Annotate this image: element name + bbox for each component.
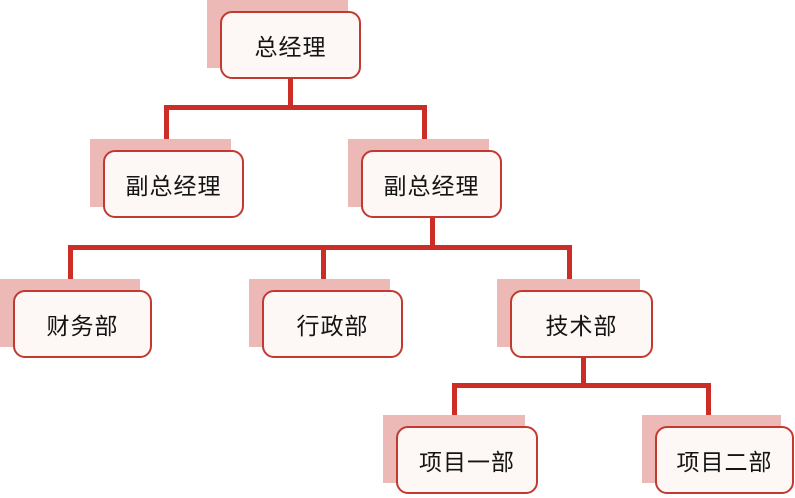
connector-deputy-right-drop — [422, 105, 427, 151]
connector-level4-horizontal — [452, 383, 711, 388]
node-project-dept-2: 项目二部 — [655, 426, 794, 494]
node-tech-dept: 技术部 — [510, 290, 653, 358]
connector-project2-drop — [706, 383, 711, 427]
connector-deputy-right-down — [430, 217, 435, 250]
connector-level3-horizontal — [68, 245, 572, 250]
node-general-manager: 总经理 — [220, 11, 361, 79]
node-finance-dept: 财务部 — [13, 290, 152, 358]
node-deputy-gm-left: 副总经理 — [103, 150, 244, 218]
connector-deputy-left-drop — [164, 105, 169, 151]
connector-tech-drop — [567, 245, 572, 291]
node-project-dept-1: 项目一部 — [396, 426, 538, 494]
connector-finance-drop — [68, 245, 73, 291]
connector-admin-drop — [321, 245, 326, 291]
connector-tech-down — [581, 357, 586, 388]
connector-level2-horizontal — [164, 105, 427, 110]
connector-gm-down — [288, 79, 293, 110]
node-admin-dept: 行政部 — [262, 290, 403, 358]
connector-project1-drop — [452, 383, 457, 427]
node-deputy-gm-right: 副总经理 — [361, 150, 502, 218]
